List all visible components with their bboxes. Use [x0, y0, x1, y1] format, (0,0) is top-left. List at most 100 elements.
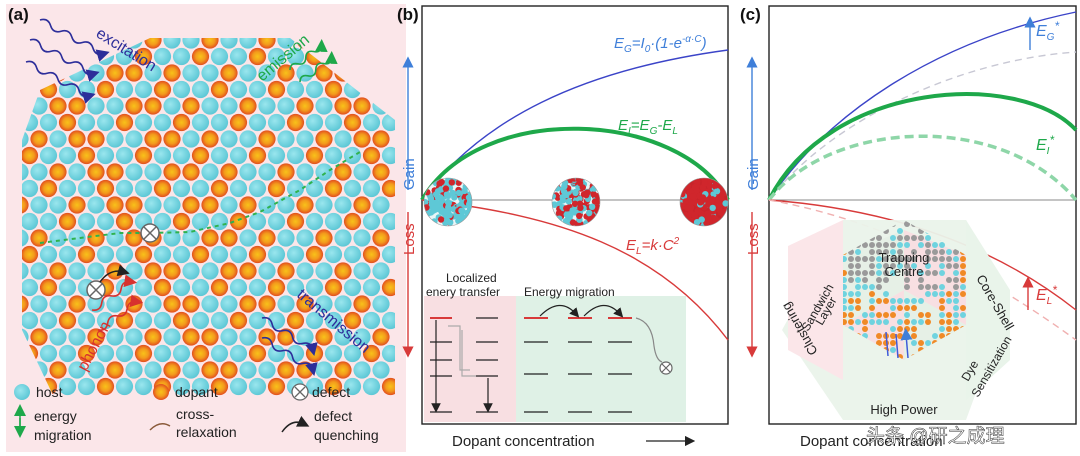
hexagon-particle	[869, 291, 875, 297]
gain-axis-label-c: Gain	[745, 158, 762, 190]
hexagon-particle	[932, 291, 938, 297]
host-ion	[267, 245, 286, 264]
hexagon-particle	[918, 319, 924, 325]
host-ion	[182, 130, 200, 148]
hexagon-particle	[890, 256, 896, 262]
dopant-ion	[210, 80, 229, 99]
host-ion	[305, 212, 324, 231]
hexagon-particle	[869, 263, 875, 269]
dopant-ion	[353, 97, 371, 115]
loss-equation: EL=k·C2	[626, 236, 680, 257]
host-ion	[77, 80, 96, 99]
host-ion	[372, 262, 390, 280]
dopant-ion	[248, 344, 267, 363]
host-ion	[96, 212, 115, 231]
hexagon-particle	[883, 263, 889, 269]
hexagon-particle	[911, 319, 917, 325]
hexagon-particle	[925, 291, 931, 297]
dopant-ion	[305, 245, 324, 264]
dopant-ion	[49, 97, 67, 115]
host-ion	[220, 295, 238, 313]
hexagon-particle	[862, 284, 868, 290]
hexagon-particle	[946, 326, 952, 332]
dopant-ion	[191, 344, 210, 363]
host-ion	[315, 196, 333, 214]
dopant-ion	[334, 97, 352, 115]
dopant-ion	[182, 328, 200, 346]
host-ion	[201, 262, 219, 280]
hexagon-particle	[848, 319, 854, 325]
legend: host dopant defect energy migration cros…	[14, 383, 379, 443]
host-ion	[277, 295, 295, 313]
panel-a: (a) excitation emission	[6, 4, 406, 452]
host-ion	[324, 344, 343, 363]
net-curve	[420, 126, 730, 202]
host-ion	[305, 377, 324, 396]
host-ion	[248, 377, 267, 396]
host-ion	[372, 196, 390, 214]
host-ion	[22, 229, 29, 247]
cross-relaxation-legend-icon	[149, 423, 171, 431]
gain-axis-label: Gain	[401, 158, 418, 190]
hexagon-particle	[843, 319, 847, 325]
host-ion	[172, 377, 191, 396]
dopant-ion	[68, 130, 86, 148]
defect-legend-icon	[291, 383, 309, 401]
host-ion	[49, 229, 67, 247]
hexagon-particle	[953, 305, 959, 311]
quenching-arrow	[99, 264, 130, 283]
dopant-ion	[30, 130, 48, 148]
hexagon-particle	[925, 319, 931, 325]
hexagon-particle	[862, 277, 868, 283]
loss-axis-label-c: Loss	[745, 223, 762, 255]
host-ion	[87, 196, 105, 214]
dopant-ion	[305, 344, 324, 363]
dopant-ion	[182, 97, 200, 115]
host-ion	[134, 80, 153, 99]
host-ion	[334, 196, 352, 214]
hexagon-particle	[862, 242, 868, 248]
hexagon-particle	[876, 249, 882, 255]
legend-host: host	[36, 384, 63, 400]
host-ion	[267, 47, 286, 66]
dopant-ion	[134, 47, 153, 66]
hexagon-particle	[876, 298, 882, 304]
hexagon-particle	[911, 298, 917, 304]
host-ion	[125, 163, 143, 181]
gain-equation: EG=I0·(1-e-α·C)	[614, 34, 707, 55]
dopant-ion	[87, 163, 105, 181]
dopant-ion	[372, 130, 390, 148]
dopant-ion	[172, 311, 191, 330]
watermark: 头条 @研之成理	[866, 425, 1005, 447]
nanoparticle-high-doping	[679, 177, 729, 227]
host-ion	[324, 311, 343, 330]
dopant-ion	[286, 212, 305, 231]
hexagon-particle	[953, 298, 959, 304]
dopant-ion	[239, 196, 257, 214]
host-ion	[277, 229, 295, 247]
dopant-ion	[201, 38, 219, 49]
host-ion	[144, 295, 162, 313]
host-ion	[296, 130, 314, 148]
dopant-ion	[296, 196, 314, 214]
host-ion	[324, 113, 343, 132]
host-ion	[220, 38, 238, 49]
hexagon-particle	[890, 270, 896, 276]
host-ion	[220, 97, 238, 115]
hexagon-particle	[939, 326, 945, 332]
hexagon-particle	[932, 333, 938, 339]
loss-curve	[421, 199, 729, 341]
hex-trapping-l2: Centre	[884, 264, 923, 279]
hexagon-particle	[946, 277, 952, 283]
host-ion	[22, 130, 29, 148]
dopant-ion	[87, 328, 105, 346]
dopant-ion	[343, 212, 362, 231]
host-ion	[115, 344, 134, 363]
hexagon-particle	[925, 242, 931, 248]
host-ion	[58, 146, 77, 165]
host-ion	[39, 311, 58, 330]
host-ion	[134, 377, 153, 396]
dopant-ion	[49, 361, 67, 379]
host-ion	[30, 196, 48, 214]
host-ion	[96, 344, 115, 363]
